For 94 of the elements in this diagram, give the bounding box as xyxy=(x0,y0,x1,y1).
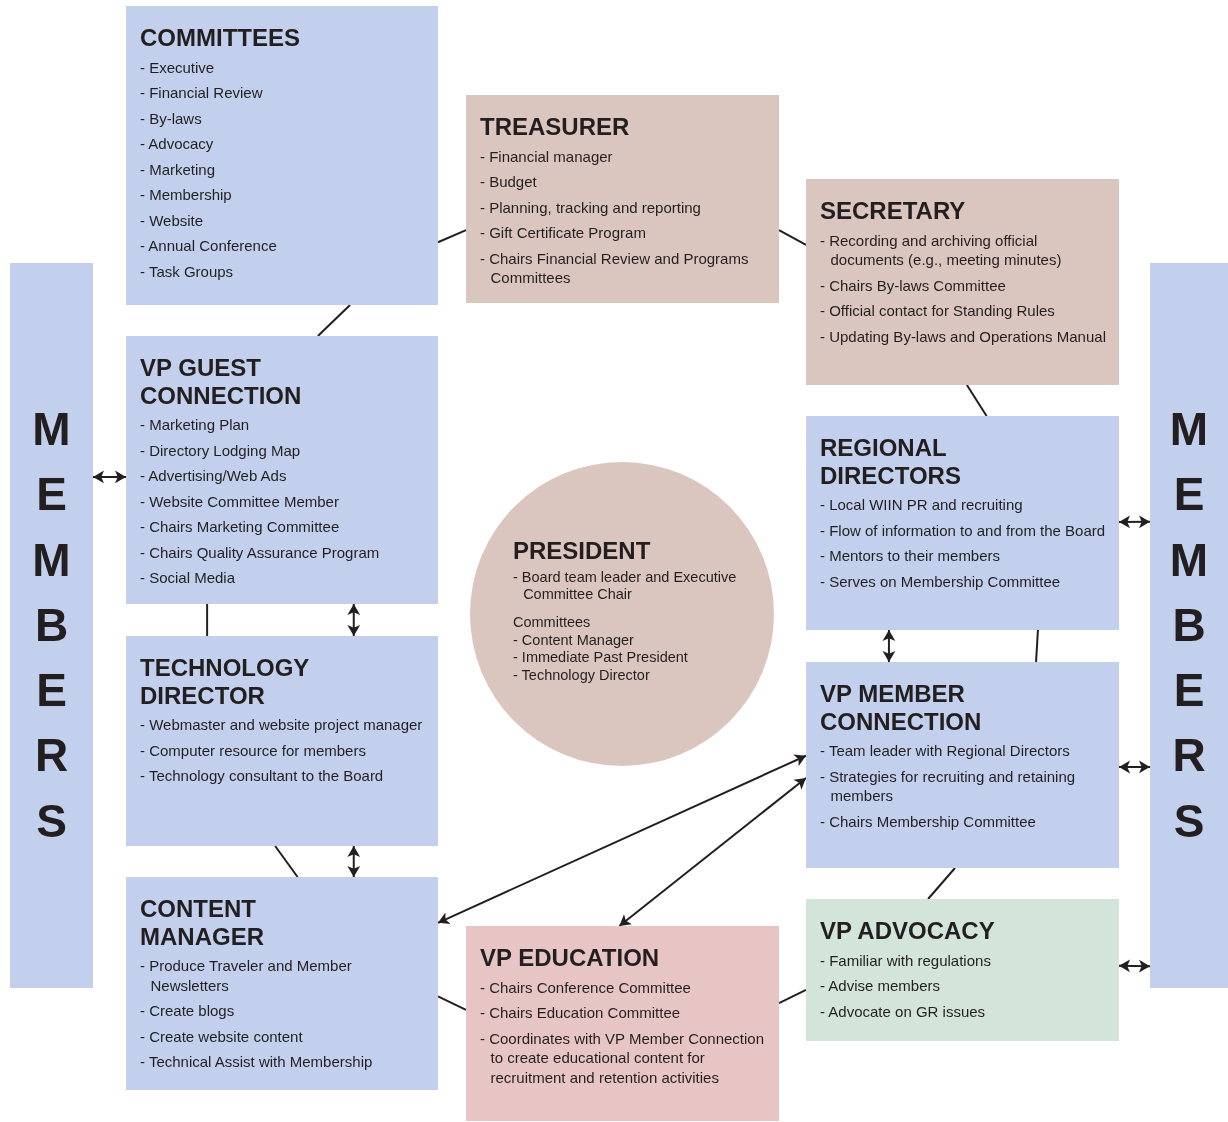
role-box xyxy=(126,6,438,305)
role-box xyxy=(126,336,438,604)
side-bar xyxy=(10,263,93,988)
duty-item: - Create website content xyxy=(140,1026,304,1047)
duty-item: - Membership xyxy=(140,185,233,205)
duty-item: - Familiar with regulations xyxy=(820,950,992,971)
connector-line xyxy=(1035,629,1039,663)
duty-item: - Create blogs xyxy=(140,1001,236,1021)
connector-line xyxy=(778,229,807,246)
role-title: SECRETARY xyxy=(820,197,967,225)
duty-item: - Advise members xyxy=(820,976,942,996)
duty-item: - Financial Review xyxy=(140,83,264,103)
connector-line xyxy=(778,988,807,1005)
duty-item: - Advocacy xyxy=(140,134,215,154)
role-box xyxy=(126,877,438,1090)
double-arrow xyxy=(882,629,896,663)
duty-item: - Content Manager xyxy=(513,631,635,650)
connector-line xyxy=(437,229,467,244)
double-arrow xyxy=(1118,959,1151,973)
role-title: VP ADVOCACY xyxy=(820,917,996,945)
duty-item: - Immediate Past President xyxy=(513,649,689,668)
duty-item: - Executive xyxy=(140,57,216,78)
role-title: PRESIDENT xyxy=(513,537,652,565)
double-arrow xyxy=(92,470,127,484)
role-title: REGIONAL DIRECTORS xyxy=(820,434,962,490)
role-box xyxy=(806,179,1119,385)
duty-item: - Computer resource for members xyxy=(140,740,367,761)
duty-item: - Directory Lodging Map xyxy=(140,440,302,461)
double-arrow xyxy=(437,754,807,925)
duty-item: - Board team leader and Executive Committee Chair xyxy=(513,568,738,604)
duty-item: - Team leader with Regional Directors xyxy=(820,741,1071,761)
duty-item: - Chairs Quality Assurance Program xyxy=(140,542,381,563)
duty-item: - Advertising/Web Ads xyxy=(140,466,288,486)
role-title: VP MEMBER CONNECTION xyxy=(820,680,983,736)
duty-item: - Official contact for Standing Rules xyxy=(820,301,1056,321)
duty-item: - Technology consultant to the Board xyxy=(140,766,385,786)
role-title: VP GUEST CONNECTION xyxy=(140,354,303,410)
duty-item: - Chairs Marketing Committee xyxy=(140,517,341,537)
side-label: MEMBERS xyxy=(1168,401,1210,849)
duty-item: - Recording and archiving official documents (e.g., meeting minutes) xyxy=(820,230,1063,270)
duty-item: - Website Committee Member xyxy=(140,491,340,512)
double-arrow xyxy=(347,845,361,878)
duty-item: - Marketing Plan xyxy=(140,415,251,435)
connector-line xyxy=(316,304,351,337)
double-arrow xyxy=(347,603,361,637)
duty-item: - Financial manager xyxy=(480,146,614,167)
subheading: Committees xyxy=(513,613,592,632)
duty-item: - Webmaster and website project manager xyxy=(140,715,424,735)
double-arrow xyxy=(1118,760,1151,774)
duty-item: - Technical Assist with Membership xyxy=(140,1052,374,1072)
duty-item: - Mentors to their members xyxy=(820,546,1002,566)
duty-item: - Local WIIN PR and recruiting xyxy=(820,495,1024,515)
role-box xyxy=(806,416,1119,630)
duty-item: - Serves on Membership Committee xyxy=(820,571,1062,592)
role-title: CONTENT MANAGER xyxy=(140,895,265,951)
duty-item: - Marketing xyxy=(140,159,217,180)
connector-line xyxy=(206,603,209,637)
role-box xyxy=(126,636,438,846)
role-box xyxy=(806,662,1119,868)
side-bar xyxy=(1150,263,1228,988)
role-box xyxy=(806,899,1119,1041)
duty-item: - Produce Traveler and Member Newsletters xyxy=(140,956,353,996)
duty-item: - Strategies for recruiting and retaining members xyxy=(820,766,1077,806)
duty-item: - Chairs Membership Committee xyxy=(820,811,1037,832)
role-title: TREASURER xyxy=(480,113,631,141)
connector-line xyxy=(965,384,988,417)
role-title: COMMITTEES xyxy=(140,24,301,52)
duty-item: - Chairs Education Committee xyxy=(480,1003,682,1023)
duty-item: - Social Media xyxy=(140,568,237,588)
duty-item: - Chairs Financial Review and Programs Committees xyxy=(480,248,750,288)
duty-item: - Annual Conference xyxy=(140,236,278,256)
duty-item: - Planning, tracking and reporting xyxy=(480,197,702,218)
role-title: VP EDUCATION xyxy=(480,944,661,972)
role-title: TECHNOLOGY DIRECTOR xyxy=(140,654,310,710)
duty-item: - Budget xyxy=(480,172,538,192)
role-box xyxy=(466,926,779,1121)
duty-item: - Technology Director xyxy=(513,667,651,685)
double-arrow xyxy=(618,777,807,927)
duty-item: - By-laws xyxy=(140,108,203,129)
duty-item: - Chairs By-laws Committee xyxy=(820,275,1007,296)
role-box xyxy=(466,95,779,303)
side-label: MEMBERS xyxy=(31,401,72,849)
duty-item: - Flow of information to and from the Board xyxy=(820,520,1107,541)
connector-line xyxy=(437,995,467,1011)
duty-item: - Website xyxy=(140,210,205,231)
duty-item: - Chairs Conference Committee xyxy=(480,977,692,998)
duty-item: - Gift Certificate Program xyxy=(480,223,647,243)
double-arrow xyxy=(1118,515,1151,529)
duty-item: - Updating By-laws and Operations Manual xyxy=(820,326,1107,347)
duty-item: - Coordinates with VP Member Connection to create educational content for recruitment and retention activities xyxy=(480,1028,766,1088)
duty-item: - Task Groups xyxy=(140,261,235,282)
duty-item: - Advocate on GR issues xyxy=(820,1001,987,1022)
connector-line xyxy=(274,845,299,878)
connector-line xyxy=(927,867,956,900)
